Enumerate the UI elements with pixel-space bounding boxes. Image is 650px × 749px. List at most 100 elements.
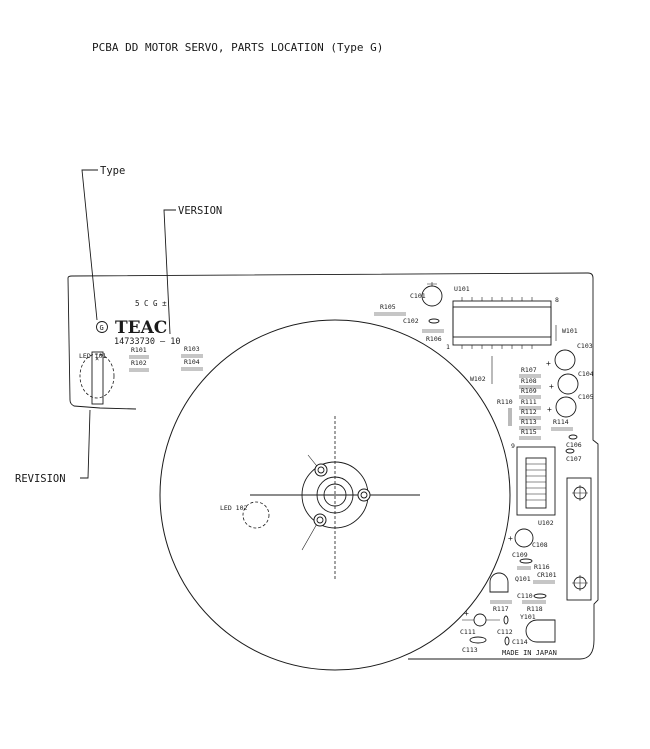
page-title: PCBA DD MOTOR SERVO, PARTS LOCATION (Typ… bbox=[92, 41, 383, 54]
capacitor-c105: C105 + bbox=[547, 393, 594, 418]
svg-text:W102: W102 bbox=[470, 375, 486, 383]
callout-revision-label: REVISION bbox=[15, 473, 66, 485]
capacitor-c106: C106 bbox=[566, 434, 582, 449]
resistor-r106: R106 bbox=[422, 329, 444, 343]
jumper-w102: W102 bbox=[470, 356, 493, 384]
callout-version-label: VERSION bbox=[178, 205, 222, 217]
svg-text:C109: C109 bbox=[512, 551, 528, 559]
diode-cr101: CR101 bbox=[533, 571, 557, 584]
part-number: 14733730 — 10 bbox=[114, 337, 181, 347]
type-code: G bbox=[100, 324, 104, 332]
capacitor-c114: C114 bbox=[504, 636, 528, 646]
svg-text:U101: U101 bbox=[454, 285, 470, 293]
ic-u102: 9 U102 bbox=[511, 442, 556, 527]
svg-text:R103: R103 bbox=[184, 345, 200, 353]
svg-text:R107: R107 bbox=[521, 366, 537, 374]
capacitor-c112: C112 bbox=[497, 615, 513, 636]
capacitor-c110: C110 bbox=[517, 592, 547, 600]
svg-text:C103: C103 bbox=[577, 342, 593, 350]
callout-type: Type bbox=[81, 165, 125, 321]
svg-text:C107: C107 bbox=[566, 455, 582, 463]
pcb-outline bbox=[67, 272, 599, 660]
svg-text:U102: U102 bbox=[538, 519, 554, 527]
svg-text:R114: R114 bbox=[553, 418, 569, 426]
resistor-r105: R105 bbox=[374, 303, 406, 316]
svg-text:C105: C105 bbox=[578, 393, 594, 401]
svg-text:Q101: Q101 bbox=[515, 575, 531, 583]
svg-text:C102: C102 bbox=[403, 317, 419, 325]
resistor-r116: R116 bbox=[517, 563, 550, 571]
teac-logo: TEAC bbox=[115, 318, 167, 338]
svg-text:R115: R115 bbox=[521, 428, 537, 436]
svg-text:C104: C104 bbox=[578, 370, 594, 378]
svg-text:Y101: Y101 bbox=[520, 613, 536, 621]
ic-u101: U101 8 1 bbox=[446, 285, 559, 351]
resistor-r114: R114 bbox=[551, 418, 573, 431]
svg-text:R113: R113 bbox=[521, 418, 537, 426]
type-circle bbox=[96, 321, 108, 333]
resistor-r110: R110 bbox=[497, 398, 513, 426]
svg-text:LED 101: LED 101 bbox=[79, 352, 106, 360]
svg-text:C108: C108 bbox=[532, 541, 548, 549]
capacitor-c109: C109 bbox=[512, 551, 533, 564]
capacitor-c107: C107 bbox=[565, 448, 582, 463]
svg-text:C114: C114 bbox=[512, 638, 528, 646]
resistor-r118: R118 bbox=[522, 600, 546, 613]
led-102: LED 102 bbox=[220, 501, 270, 529]
resistor-r117: R117 bbox=[490, 600, 512, 613]
svg-text:×: × bbox=[95, 355, 99, 363]
resistor-r103: R103 bbox=[181, 345, 203, 358]
motor-hub bbox=[301, 461, 371, 529]
svg-text:R116: R116 bbox=[534, 563, 550, 571]
svg-text:+: + bbox=[464, 609, 469, 618]
svg-text:+: + bbox=[546, 359, 551, 368]
svg-text:R102: R102 bbox=[131, 359, 147, 367]
svg-text:C101: C101 bbox=[410, 292, 426, 300]
callout-version: VERSION bbox=[163, 205, 222, 335]
svg-text:+: + bbox=[549, 382, 554, 391]
connector-right bbox=[566, 477, 592, 601]
transistor-q101: Q101 bbox=[489, 572, 531, 593]
capacitor-c113: C113 bbox=[462, 636, 487, 654]
resistor-r109: R109 bbox=[519, 387, 541, 399]
svg-text:R118: R118 bbox=[527, 605, 543, 613]
svg-text:9: 9 bbox=[511, 442, 515, 450]
made-in-japan: MADE IN JAPAN bbox=[502, 649, 557, 657]
resistor-r101: R101 bbox=[129, 346, 149, 359]
resistor-r104: R104 bbox=[181, 358, 203, 371]
svg-text:+: + bbox=[508, 534, 513, 543]
svg-text:R106: R106 bbox=[426, 335, 442, 343]
svg-text:R101: R101 bbox=[131, 346, 147, 354]
capacitor-c104: C104 + bbox=[549, 370, 594, 395]
svg-text:C112: C112 bbox=[497, 628, 513, 636]
svg-text:1: 1 bbox=[446, 343, 450, 351]
svg-text:C111: C111 bbox=[460, 628, 476, 636]
resistor-r115: R115 bbox=[519, 428, 541, 440]
svg-text:R112: R112 bbox=[521, 408, 537, 416]
svg-text:C113: C113 bbox=[462, 646, 478, 654]
svg-text:R111: R111 bbox=[521, 398, 537, 406]
svg-text:R109: R109 bbox=[521, 387, 537, 395]
resistor-r102: R102 bbox=[129, 359, 149, 372]
resistor-r111: R111 bbox=[519, 398, 541, 410]
resistor-r112: R112 bbox=[519, 408, 541, 420]
svg-text:R117: R117 bbox=[493, 605, 509, 613]
crystal-y101: Y101 bbox=[520, 613, 556, 643]
capacitor-c102: C102 bbox=[403, 317, 440, 325]
resistor-r113: R113 bbox=[519, 418, 541, 430]
svg-text:C110: C110 bbox=[517, 592, 533, 600]
capacitor-c108: C108 + bbox=[508, 528, 548, 549]
svg-text:+: + bbox=[547, 405, 552, 414]
svg-text:R110: R110 bbox=[497, 398, 513, 406]
board-marking: 5 C G ± bbox=[135, 299, 167, 308]
capacitor-c101: C101 bbox=[410, 282, 443, 307]
callout-revision: REVISION bbox=[15, 409, 91, 485]
svg-text:C106: C106 bbox=[566, 441, 582, 449]
svg-text:CR101: CR101 bbox=[537, 571, 557, 579]
callout-type-label: Type bbox=[100, 165, 125, 177]
capacitor-c111: + C111 bbox=[460, 609, 500, 636]
led-101: LED 101 × bbox=[79, 351, 115, 405]
svg-text:8: 8 bbox=[555, 296, 559, 304]
jumper-w101: W101 bbox=[555, 325, 578, 341]
